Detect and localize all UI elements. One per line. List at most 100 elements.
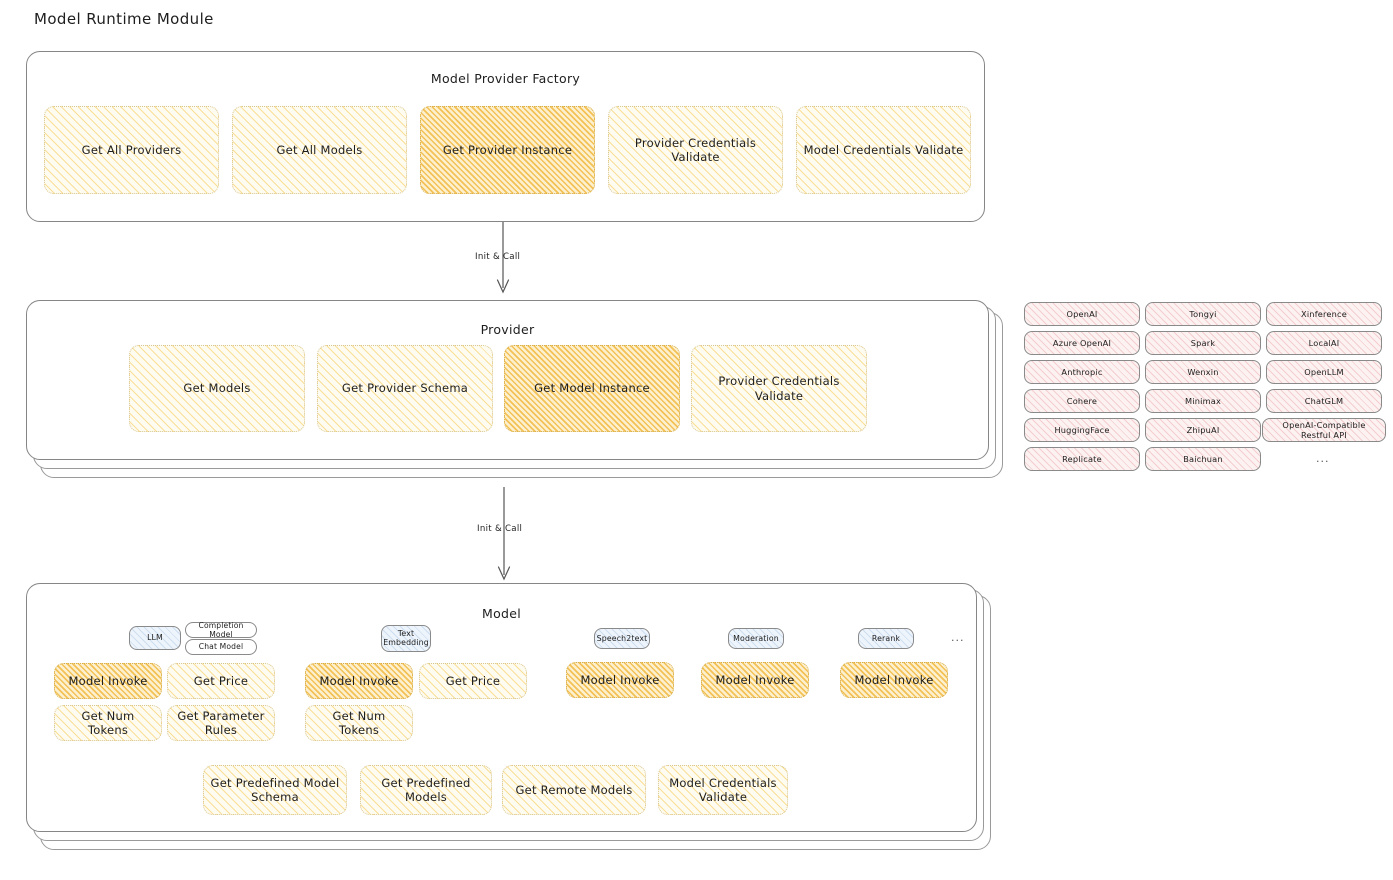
node-get-model-instance[interactable]: Get Model Instance — [504, 345, 680, 432]
node-label: Get Price — [445, 673, 501, 688]
provider-tag-label: LocalAI — [1308, 337, 1340, 348]
node-label: Provider Credentials Validate — [634, 135, 757, 164]
provider-tag-label: OpenAI-Compatible Restful API — [1282, 419, 1366, 440]
provider-tag-label: Cohere — [1066, 395, 1098, 406]
provider-tag-anthropic[interactable]: Anthropic — [1024, 360, 1140, 384]
arrow-label-init-call-1: Init & Call — [475, 252, 521, 262]
provider-tag-openai[interactable]: OpenAI — [1024, 302, 1140, 326]
provider-tag-tongyi[interactable]: Tongyi — [1145, 302, 1261, 326]
node-provider-credentials-validate-2[interactable]: Provider Credentials Validate — [691, 345, 867, 432]
provider-tag-chatglm[interactable]: ChatGLM — [1266, 389, 1382, 413]
node-get-all-providers[interactable]: Get All Providers — [44, 106, 219, 194]
provider-tag-wenxin[interactable]: Wenxin — [1145, 360, 1261, 384]
model-title: Model — [481, 606, 522, 621]
node-get-all-models[interactable]: Get All Models — [232, 106, 407, 194]
node-label: Model Credentials Validate — [803, 142, 964, 157]
provider-tag-azure-openai[interactable]: Azure OpenAI — [1024, 331, 1140, 355]
provider-tag-localai[interactable]: LocalAI — [1266, 331, 1382, 355]
model-type-moderation[interactable]: Moderation — [728, 628, 784, 649]
provider-tag-label: Anthropic — [1061, 366, 1103, 377]
provider-tag-openllm[interactable]: OpenLLM — [1266, 360, 1382, 384]
model-subtype-label: Completion Model — [198, 620, 244, 639]
node-label: Get Remote Models — [515, 782, 633, 797]
op-llm-get-parameter-rules[interactable]: Get Parameter Rules — [167, 705, 275, 741]
node-label: Get Predefined Model Schema — [210, 775, 340, 804]
op-get-predefined-model-schema[interactable]: Get Predefined Model Schema — [203, 765, 347, 815]
provider-tag-huggingface[interactable]: HuggingFace — [1024, 418, 1140, 442]
model-provider-factory-title: Model Provider Factory — [430, 71, 581, 86]
provider-tag-label: Baichuan — [1183, 453, 1223, 464]
node-get-models[interactable]: Get Models — [129, 345, 305, 432]
op-text-embedding-model-invoke[interactable]: Model Invoke — [305, 663, 413, 699]
node-label: Get All Models — [276, 142, 363, 157]
provider-tag-minimax[interactable]: Minimax — [1145, 389, 1261, 413]
provider-title: Provider — [480, 322, 535, 337]
provider-tag-openai-compatible-restful-api[interactable]: OpenAI-Compatible Restful API — [1262, 418, 1386, 442]
op-text-embedding-get-num-tokens[interactable]: Get Num Tokens — [305, 705, 413, 741]
provider-tag-baichuan[interactable]: Baichuan — [1145, 447, 1261, 471]
model-subtype-label: Chat Model — [198, 642, 244, 652]
op-llm-model-invoke[interactable]: Model Invoke — [54, 663, 162, 699]
page-title: Model Runtime Module — [34, 10, 214, 28]
op-model-credentials-validate[interactable]: Model Credentials Validate — [658, 765, 788, 815]
provider-tag-label: OpenLLM — [1304, 366, 1344, 377]
node-label: Model Credentials Validate — [669, 775, 777, 804]
node-label: Model Invoke — [854, 672, 934, 687]
model-subtype-completion-model[interactable]: Completion Model — [185, 620, 257, 639]
model-types-more: ... — [951, 631, 965, 644]
node-label: Get Models — [183, 381, 251, 396]
model-type-text-embedding[interactable]: Text Embedding — [381, 625, 431, 652]
node-provider-credentials-validate[interactable]: Provider Credentials Validate — [608, 106, 783, 194]
provider-tag-label: ChatGLM — [1304, 395, 1344, 406]
arrow-provider-to-model — [497, 487, 511, 581]
provider-tag-label: Spark — [1190, 337, 1216, 348]
arrow-factory-to-provider — [496, 222, 510, 294]
node-label: Model Invoke — [319, 673, 399, 688]
op-get-predefined-models[interactable]: Get Predefined Models — [360, 765, 492, 815]
provider-tag-label: ZhipuAI — [1186, 424, 1220, 435]
node-label: Model Invoke — [68, 673, 148, 688]
model-type-label: LLM — [147, 633, 163, 643]
model-type-rerank[interactable]: Rerank — [858, 628, 914, 649]
provider-tag-cohere[interactable]: Cohere — [1024, 389, 1140, 413]
node-label: Get All Providers — [81, 142, 182, 157]
model-type-label: Text Embedding — [383, 628, 429, 647]
node-get-provider-schema[interactable]: Get Provider Schema — [317, 345, 493, 432]
node-label: Get Provider Instance — [442, 142, 573, 157]
node-model-credentials-validate[interactable]: Model Credentials Validate — [796, 106, 971, 194]
provider-tag-label: HuggingFace — [1054, 424, 1110, 435]
model-type-speech2text[interactable]: Speech2text — [594, 628, 650, 649]
op-get-remote-models[interactable]: Get Remote Models — [502, 765, 646, 815]
model-subtype-chat-model[interactable]: Chat Model — [185, 639, 257, 655]
provider-tag-zhipuai[interactable]: ZhipuAI — [1145, 418, 1261, 442]
node-get-provider-instance[interactable]: Get Provider Instance — [420, 106, 595, 194]
provider-tag-label: Replicate — [1062, 453, 1102, 464]
provider-tag-replicate[interactable]: Replicate — [1024, 447, 1140, 471]
op-text-embedding-get-price[interactable]: Get Price — [419, 663, 527, 699]
provider-tag-spark[interactable]: Spark — [1145, 331, 1261, 355]
model-type-label: Rerank — [871, 633, 901, 643]
provider-tag-label: Xinference — [1301, 308, 1347, 319]
op-llm-get-price[interactable]: Get Price — [167, 663, 275, 699]
provider-tag-xinference[interactable]: Xinference — [1266, 302, 1382, 326]
op-llm-get-num-tokens[interactable]: Get Num Tokens — [54, 705, 162, 741]
provider-tag-label: Azure OpenAI — [1052, 337, 1112, 348]
node-label: Get Price — [193, 673, 249, 688]
provider-tag-label: Wenxin — [1187, 366, 1219, 377]
node-label: Get Predefined Models — [381, 775, 471, 804]
arrow-label-init-call-2: Init & Call — [477, 524, 523, 534]
model-type-label: Moderation — [733, 633, 779, 643]
model-type-llm[interactable]: LLM — [129, 626, 181, 650]
op-speech2text-model-invoke[interactable]: Model Invoke — [566, 662, 674, 698]
node-label: Model Invoke — [715, 672, 795, 687]
node-label: Get Model Instance — [534, 381, 650, 396]
node-label: Get Provider Schema — [341, 381, 469, 396]
model-type-label: Speech2text — [596, 633, 648, 643]
node-label: Get Num Tokens — [332, 708, 386, 737]
node-label: Get Parameter Rules — [177, 708, 265, 737]
provider-tag-label: Minimax — [1184, 395, 1222, 406]
node-label: Provider Credentials Validate — [718, 374, 840, 403]
op-rerank-model-invoke[interactable]: Model Invoke — [840, 662, 948, 698]
op-moderation-model-invoke[interactable]: Model Invoke — [701, 662, 809, 698]
